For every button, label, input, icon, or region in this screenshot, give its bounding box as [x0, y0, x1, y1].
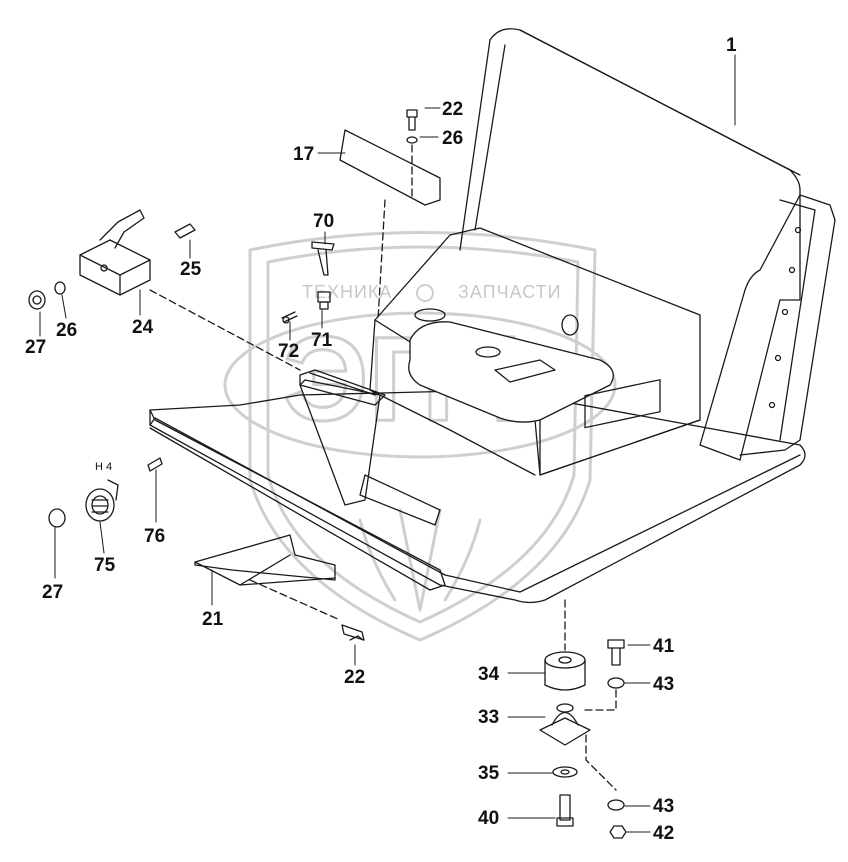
callout-24: 24	[132, 317, 154, 338]
bracket-21	[194, 534, 336, 586]
mount-34	[544, 651, 586, 691]
callout-76: 76	[144, 526, 166, 547]
callout-27-bottom: 27	[42, 582, 64, 603]
leader-lines	[39, 54, 736, 833]
screw-25	[174, 223, 196, 239]
screw-72	[281, 311, 298, 324]
leader-dash-21	[249, 579, 341, 621]
clip-71	[317, 291, 331, 310]
cabin-panel	[459, 28, 836, 461]
leader-dash-top	[377, 144, 413, 321]
housing-box	[369, 227, 701, 476]
washer-35	[552, 766, 578, 778]
callout-26-left: 26	[56, 320, 78, 341]
callout-26-top: 26	[442, 128, 464, 149]
callout-70: 70	[313, 211, 335, 232]
switch-24	[79, 209, 151, 296]
nut-27-bottom	[48, 508, 66, 528]
callout-35: 35	[478, 763, 500, 784]
nut-42	[609, 825, 627, 839]
callout-h4: H 4	[95, 461, 113, 473]
handle-70	[311, 241, 335, 276]
watermark-text-left: ТЕХНИКА	[302, 282, 393, 302]
callout-21: 21	[202, 609, 224, 630]
washer-43-bottom	[607, 799, 625, 811]
bolt-22-top	[406, 109, 418, 144]
leader-dash-bolt	[581, 689, 617, 791]
callout-22-top: 22	[442, 99, 464, 120]
callout-40: 40	[478, 808, 500, 829]
cover-part-17	[339, 129, 441, 206]
mount-33	[539, 703, 591, 746]
callout-22-bottom: 22	[344, 667, 366, 688]
callout-34: 34	[478, 664, 500, 685]
callout-72: 72	[278, 341, 300, 362]
base-plate	[149, 389, 806, 604]
callout-43-top: 43	[653, 674, 675, 695]
callout-17: 17	[293, 144, 315, 165]
watermark-shield	[223, 231, 617, 642]
callout-75: 75	[94, 555, 116, 576]
callout-27-top: 27	[25, 337, 47, 358]
callout-1: 1	[726, 35, 737, 56]
washer-26-left	[54, 281, 66, 295]
leader-dash-24	[149, 289, 301, 371]
callout-41: 41	[653, 636, 675, 657]
bolt-41	[607, 639, 625, 666]
bolt-40	[556, 794, 574, 827]
screw-76	[147, 457, 163, 472]
socket-75	[85, 479, 119, 522]
bolt-22-bottom	[341, 624, 365, 641]
washer-43-top	[607, 677, 625, 689]
cross-member	[149, 369, 446, 591]
callout-43-bottom: 43	[653, 796, 675, 817]
callout-42: 42	[653, 823, 675, 844]
callout-25: 25	[180, 259, 202, 280]
watermark-text-right: ЗАПЧАСТИ	[458, 282, 562, 302]
nut-27-top	[28, 290, 46, 310]
callout-33: 33	[478, 707, 500, 728]
gear-icon	[416, 284, 434, 302]
callout-71: 71	[311, 330, 333, 351]
